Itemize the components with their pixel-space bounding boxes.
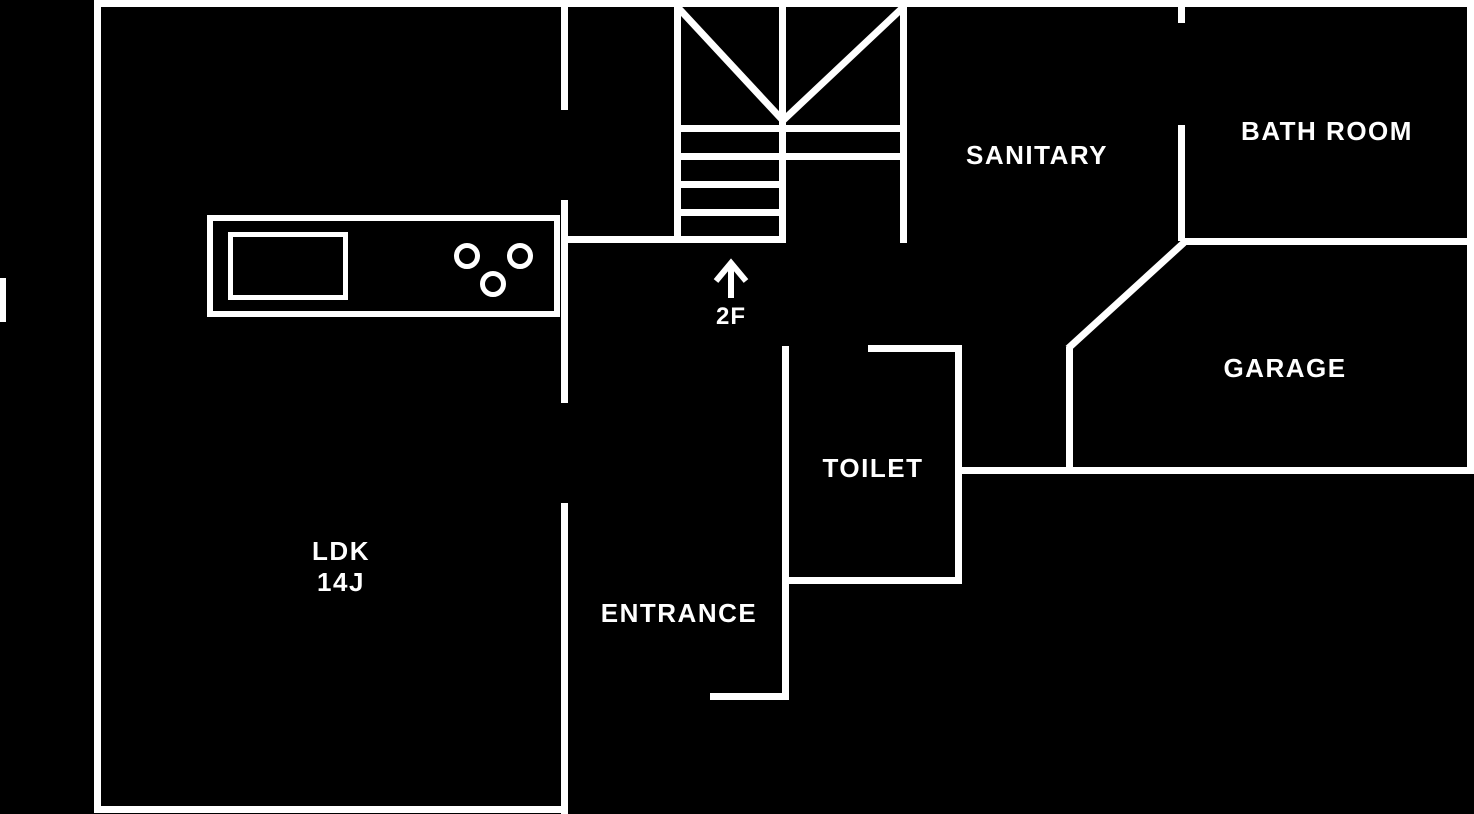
wall-garage-diagonal bbox=[1065, 240, 1187, 352]
wall-right bbox=[1467, 0, 1474, 474]
wall-toilet-left bbox=[782, 346, 789, 700]
ldk-name: LDK bbox=[312, 536, 370, 566]
room-label-toilet: TOILET bbox=[822, 453, 924, 483]
wall-divider-upper bbox=[561, 7, 568, 110]
wall-stair-bottom bbox=[561, 236, 786, 243]
wall-divider-mid bbox=[561, 200, 568, 403]
wall-top bbox=[94, 0, 1474, 7]
window-tick-left bbox=[0, 278, 6, 322]
wall-left bbox=[94, 0, 101, 813]
stove-burner-icon bbox=[507, 243, 533, 269]
wall-entrance-step bbox=[710, 693, 789, 700]
wall-garage-top bbox=[1181, 238, 1474, 245]
kitchen-counter bbox=[207, 215, 560, 317]
wall-bathroom-left-upper bbox=[1178, 7, 1185, 23]
ldk-size: 14J bbox=[317, 567, 365, 597]
wall-divider-lower bbox=[561, 503, 568, 814]
room-label-garage: GARAGE bbox=[1223, 353, 1347, 383]
stairs-floor-label: 2F bbox=[715, 303, 747, 330]
wall-bathroom-left-lower bbox=[1178, 125, 1185, 241]
stair-tread-line-2 bbox=[677, 209, 783, 216]
stair-landing-line-1 bbox=[677, 125, 907, 132]
stair-diagonal-left bbox=[674, 4, 786, 124]
wall-garage-left bbox=[1066, 347, 1073, 474]
stair-landing-line-2 bbox=[677, 153, 907, 160]
wall-toilet-bottom bbox=[785, 577, 962, 584]
room-label-sanitary: SANITARY bbox=[966, 140, 1108, 170]
wall-toilet-top bbox=[868, 345, 962, 352]
stair-tread-line-1 bbox=[677, 181, 783, 188]
wall-toilet-right bbox=[955, 345, 962, 584]
stove-burner-icon bbox=[480, 271, 506, 297]
stair-diagonal-right bbox=[780, 4, 907, 124]
wall-garage-bottom bbox=[955, 467, 1474, 474]
room-label-ldk: LDK 14J bbox=[312, 536, 370, 598]
up-arrow-icon bbox=[713, 258, 749, 298]
kitchen-sink bbox=[228, 232, 348, 300]
stove-burner-icon bbox=[454, 243, 480, 269]
room-label-bathroom: BATH ROOM bbox=[1241, 116, 1413, 146]
wall-ldk-bottom bbox=[94, 806, 568, 813]
room-label-entrance: ENTRANCE bbox=[600, 598, 758, 628]
